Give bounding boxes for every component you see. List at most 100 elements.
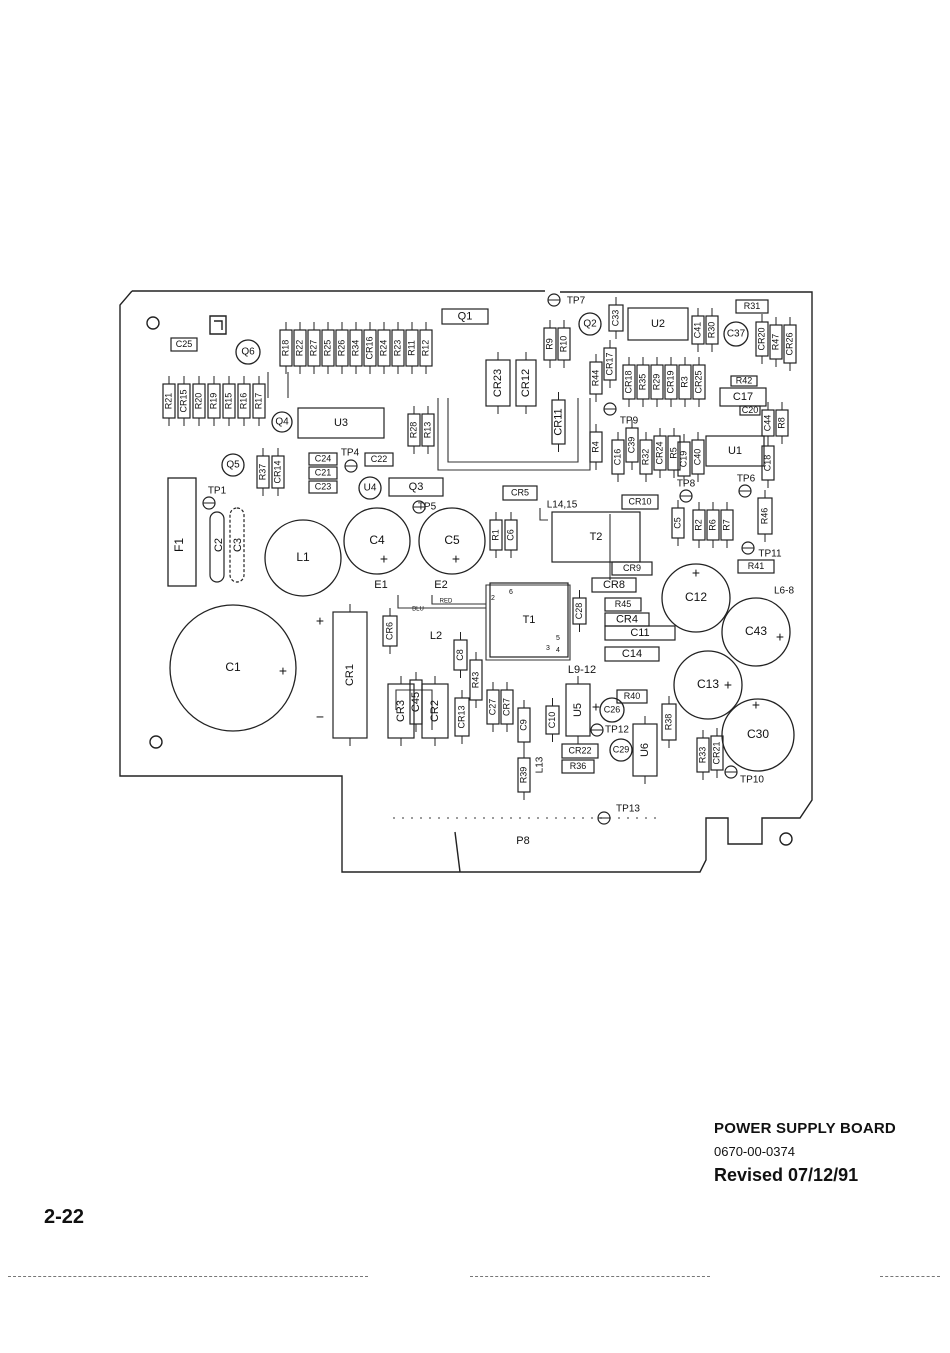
component-label-c19: C19 (678, 451, 688, 468)
component-label-r28: R28 (408, 422, 418, 439)
component-q2 (578, 312, 602, 336)
component-t1 (489, 582, 569, 658)
component-c25 (170, 337, 198, 352)
component-label-c12: C12 (685, 590, 707, 604)
component-label-cr5: CR5 (511, 487, 529, 497)
component-c5 (418, 507, 486, 575)
connector-pin (618, 817, 620, 819)
component-label-r9: R9 (544, 338, 554, 350)
component-label-r10: R10 (558, 336, 568, 353)
component-label-cr1: CR1 (344, 664, 356, 686)
component-label-r11: R11 (406, 340, 416, 356)
component-label-c5: C5 (444, 533, 460, 547)
label-c3: C3 (232, 538, 244, 552)
test-point-label-tp12: TP12 (605, 725, 629, 736)
component-label-c39: C39 (626, 437, 636, 454)
polarity-plus: + (452, 551, 460, 567)
component-label-c16: C16 (612, 449, 622, 466)
component-q5 (221, 453, 245, 477)
connector-pin (555, 817, 557, 819)
component-label-c17: C17 (733, 391, 753, 403)
component-label-r30: R30 (706, 322, 716, 339)
component-label-c8: C8 (455, 649, 465, 661)
connector-pin (636, 817, 638, 819)
polarity-plus: + (279, 663, 287, 679)
component-c29 (609, 738, 633, 762)
test-point-label-tp11: TP11 (758, 549, 782, 560)
connector-pin (654, 817, 656, 819)
component-t2 (551, 511, 641, 563)
component-label-r3: R3 (679, 376, 689, 388)
component-label-c43: C43 (745, 624, 767, 638)
connector-pin (510, 817, 512, 819)
connector-pin (447, 817, 449, 819)
component-c13 (673, 650, 743, 720)
component-r40 (616, 689, 648, 704)
component-label-cr7: CR7 (501, 698, 511, 716)
component-label-r31: R31 (744, 301, 761, 311)
component-label-u4: U4 (364, 483, 377, 494)
component-cr8 (591, 577, 637, 593)
part-number: 0670-00-0374 (714, 1143, 795, 1159)
polarity-plus: + (592, 699, 600, 715)
component-u2 (627, 307, 689, 341)
connector-pin (465, 817, 467, 819)
component-label-r41: R41 (748, 561, 765, 571)
component-c11 (604, 625, 676, 641)
fuse-holder (167, 477, 197, 587)
component-label-cr6: CR6 (384, 622, 394, 640)
component-q3 (388, 477, 444, 497)
test-point-label-tp8: TP8 (677, 479, 696, 490)
component-label-l1: L1 (296, 550, 310, 564)
connector-pin (573, 817, 575, 819)
component-label-c5: C5 (672, 517, 682, 529)
transformer-pin-2: 2 (491, 595, 495, 602)
component-label-u6: U6 (639, 743, 651, 757)
component-label-cr9: CR9 (623, 563, 641, 573)
label-e2: E2 (434, 579, 447, 591)
component-cr9 (611, 561, 653, 576)
component-label-r32: R32 (640, 449, 650, 466)
component-label-cr17: CR17 (604, 352, 614, 375)
connector-pin (627, 817, 629, 819)
component-label-r18: R18 (280, 340, 290, 357)
polarity-plus: + (752, 697, 760, 713)
component-label-cr15: CR15 (178, 389, 188, 412)
transformer-pin-4: 4 (556, 647, 560, 654)
component-label-cr8: CR8 (603, 579, 625, 591)
component-label-r23: R23 (392, 340, 402, 357)
component-label-cr19: CR19 (665, 370, 675, 393)
component-label-cr12: CR12 (520, 369, 532, 397)
connector-pin (474, 817, 476, 819)
component-c12 (661, 563, 731, 633)
component-label-cr23: CR23 (492, 369, 504, 397)
component-label-q1: Q1 (458, 310, 473, 322)
polarity-plus: + (692, 565, 700, 581)
component-label-cr2: CR2 (429, 700, 441, 722)
component-label-r20: R20 (193, 393, 203, 410)
component-label-r12: R12 (420, 340, 430, 357)
polarity-plus: + (776, 629, 784, 645)
component-label-cr3: CR3 (395, 700, 407, 722)
component-label-r25: R25 (322, 340, 332, 357)
transformer-pin-5: 5 (556, 635, 560, 642)
connector-pin (501, 817, 503, 819)
component-label-c1: C1 (225, 660, 241, 674)
component-label-cr25: CR25 (693, 370, 703, 393)
transformer-pin-3: 3 (546, 645, 550, 652)
component-label-r46: R46 (759, 508, 769, 525)
board-title: POWER SUPPLY BOARD (714, 1120, 896, 1137)
connector-pin (645, 817, 647, 819)
component-label-c18: C18 (762, 455, 772, 472)
component-label-c37: C37 (727, 329, 746, 340)
polarity-minus: − (316, 709, 324, 725)
component-c30 (721, 698, 795, 772)
component-c1 (169, 604, 297, 732)
test-point-label-tp9: TP9 (620, 416, 639, 427)
component-c14 (604, 646, 660, 662)
component-label-c14: C14 (622, 648, 642, 660)
component-label-c11: C11 (630, 627, 649, 639)
component-label-r44: R44 (590, 370, 600, 387)
component-label-c44: C44 (762, 415, 772, 432)
component-label-cr14: CR14 (272, 460, 282, 483)
